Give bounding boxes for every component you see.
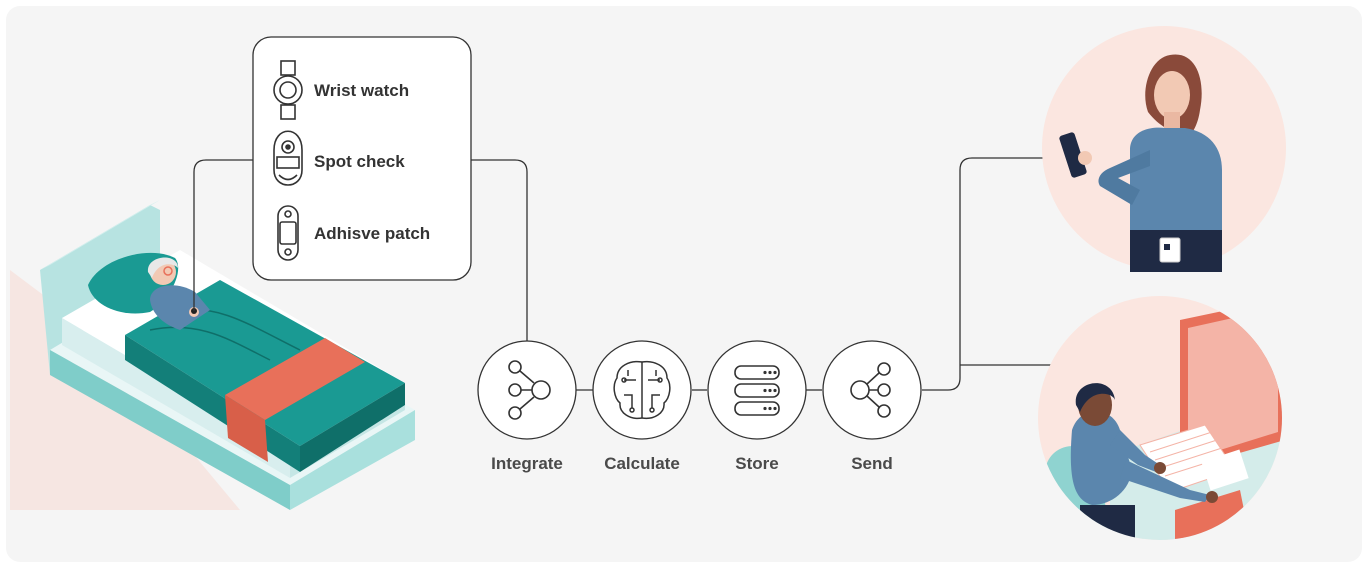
step-label-integrate: Integrate	[491, 454, 563, 473]
hospital-bed	[40, 200, 415, 510]
server-stack-icon	[734, 365, 780, 416]
share-icon	[850, 362, 891, 418]
step-label-calculate: Calculate	[604, 454, 680, 473]
adhesive-patch-icon	[277, 205, 299, 261]
device-card	[252, 36, 472, 281]
device-label-spot-check: Spot check	[314, 152, 405, 171]
step-label-send: Send	[851, 454, 893, 473]
integrate-icon	[508, 360, 551, 420]
step-label-store: Store	[735, 454, 779, 473]
brain-circuit-icon	[613, 360, 671, 420]
nurse-illustration	[1042, 26, 1286, 272]
office-worker-illustration	[1038, 296, 1282, 540]
device-label-wrist-watch: Wrist watch	[314, 81, 410, 100]
device-label-adhesive-patch: Adhisve patch	[314, 224, 431, 243]
wrist-watch-icon	[273, 60, 303, 120]
spot-check-icon	[273, 130, 303, 186]
store-circle	[707, 340, 807, 440]
